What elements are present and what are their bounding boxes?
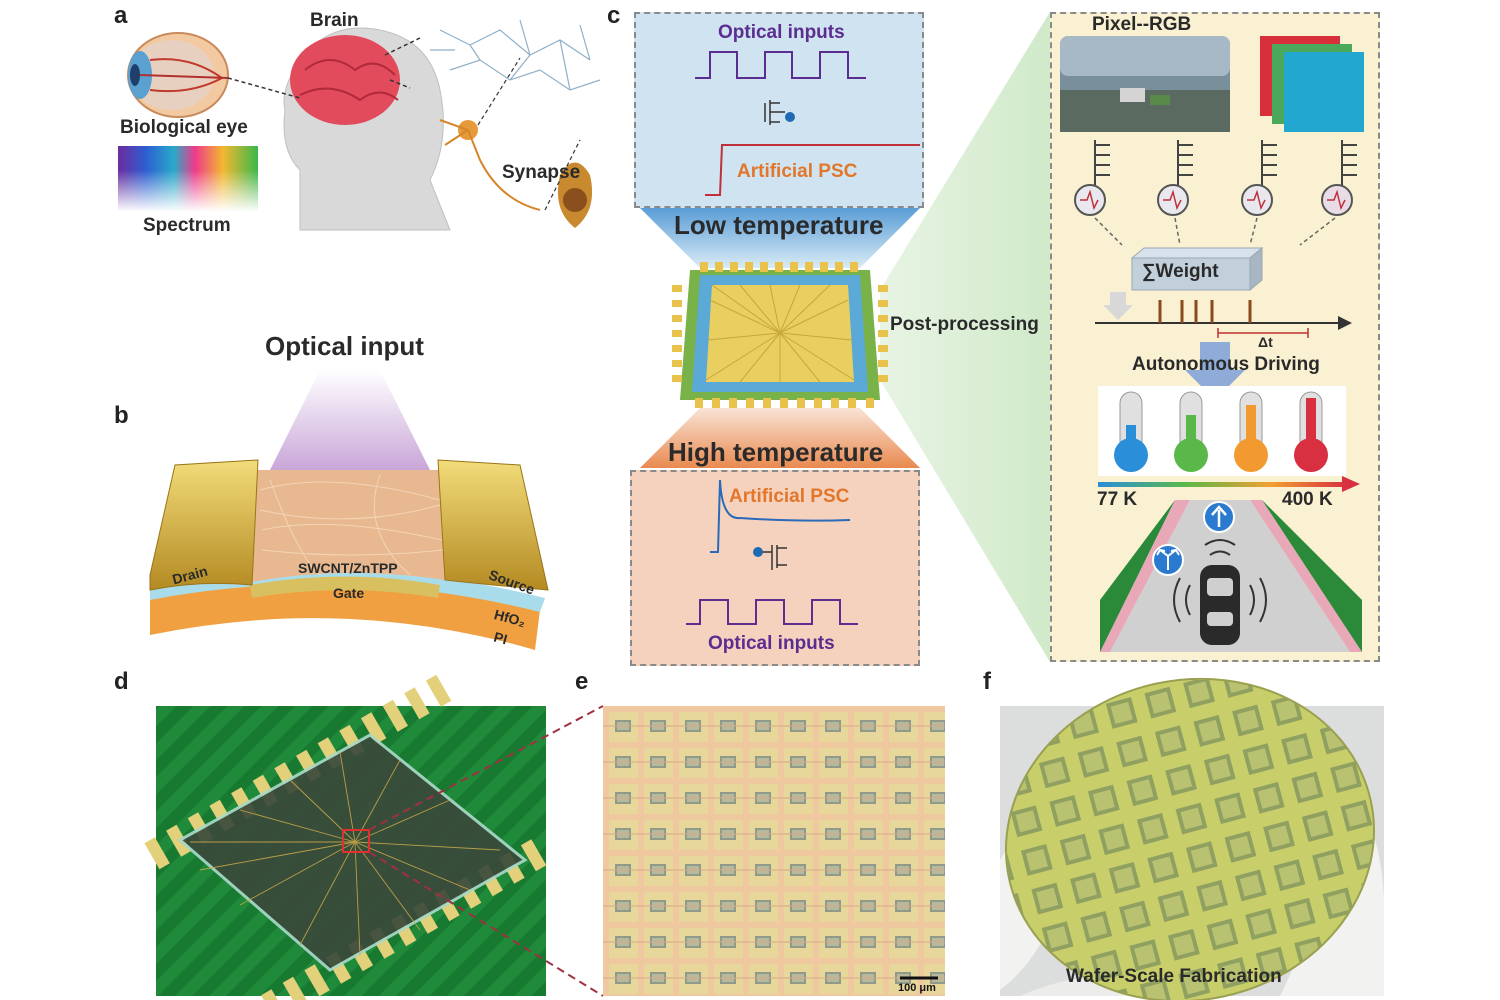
temperature-scale-bar: [1098, 482, 1346, 487]
optical-beam: [270, 370, 430, 470]
post-processing-label: Post-processing: [890, 314, 1039, 335]
wafer-caption: Wafer-Scale Fabrication: [1066, 966, 1282, 987]
chip-graphic: [672, 262, 888, 408]
zoom-region-marker: [342, 829, 370, 853]
source-electrode: [437, 459, 549, 591]
panel-label-c: c: [607, 2, 621, 29]
bottom-transistor-symbol: [760, 545, 787, 570]
bottom-pulse-train: [686, 599, 858, 625]
delta-t-label: Δt: [1258, 334, 1273, 350]
scale-bar-label: 100 μm: [898, 982, 936, 994]
rgb-channels: [1260, 36, 1364, 132]
panel-label-b: b: [114, 402, 129, 429]
top-transistor-symbol: [764, 100, 785, 125]
straight-arrow-sign-icon: [1203, 501, 1235, 533]
drain-electrode: [149, 459, 259, 591]
bottom-artificial-psc-label: Artificial PSC: [729, 486, 850, 507]
turn-arrow-sign-icon: [1152, 544, 1184, 576]
top-artificial-psc-label: Artificial PSC: [737, 161, 858, 182]
top-psc-trace: [705, 144, 920, 196]
temp-max-label: 400 K: [1282, 489, 1333, 510]
sensor-array: [1094, 140, 1357, 185]
synapse-graphic: [557, 162, 593, 228]
panel-label-e: e: [575, 668, 589, 695]
spectrum-graphic: [118, 146, 258, 212]
high-temp-beam: [640, 408, 920, 468]
eye-icon: [127, 32, 229, 118]
street-photo: [1060, 36, 1230, 132]
bottom-psc-trace: [710, 479, 851, 553]
sensor-readouts: [1074, 184, 1353, 216]
pixel-rgb-label: Pixel--RGB: [1092, 14, 1192, 35]
gate-label: Gate: [333, 585, 365, 601]
panel-label-d: d: [114, 668, 129, 695]
weight-box: [1130, 246, 1264, 292]
neuron-cell: [439, 119, 541, 211]
top-pulse-train: [695, 51, 866, 79]
panel-label-f: f: [983, 668, 991, 695]
channel-label: SWCNT/ZnTPP: [298, 560, 398, 576]
thermometer-icons: [1098, 386, 1346, 476]
low-temperature-label: Low temperature: [674, 210, 884, 240]
biological-eye-label: Biological eye: [120, 117, 248, 138]
pi-layer: [150, 581, 540, 650]
autonomous-driving-label: Autonomous Driving: [1132, 354, 1320, 375]
high-temp-box: [630, 470, 920, 666]
weight-label: ∑Weight: [1142, 261, 1219, 282]
low-temp-box: [634, 12, 924, 208]
temp-min-label: 77 K: [1097, 489, 1138, 510]
head-illustration: [283, 27, 451, 231]
panel-label-a: a: [114, 2, 128, 29]
gate-layer: [250, 576, 440, 598]
neuron-network: [430, 19, 601, 91]
synapse-label: Synapse: [502, 162, 581, 183]
top-optical-inputs-label: Optical inputs: [718, 22, 845, 43]
post-processing-beam: [880, 12, 1050, 662]
brain-label: Brain: [310, 10, 359, 31]
optical-input-label: Optical input: [265, 331, 424, 361]
road-scene: [1100, 500, 1362, 652]
spectrum-label: Spectrum: [143, 215, 231, 236]
low-temp-beam: [640, 208, 920, 268]
bottom-optical-inputs-label: Optical inputs: [708, 633, 835, 654]
high-temperature-label: High temperature: [668, 437, 884, 467]
